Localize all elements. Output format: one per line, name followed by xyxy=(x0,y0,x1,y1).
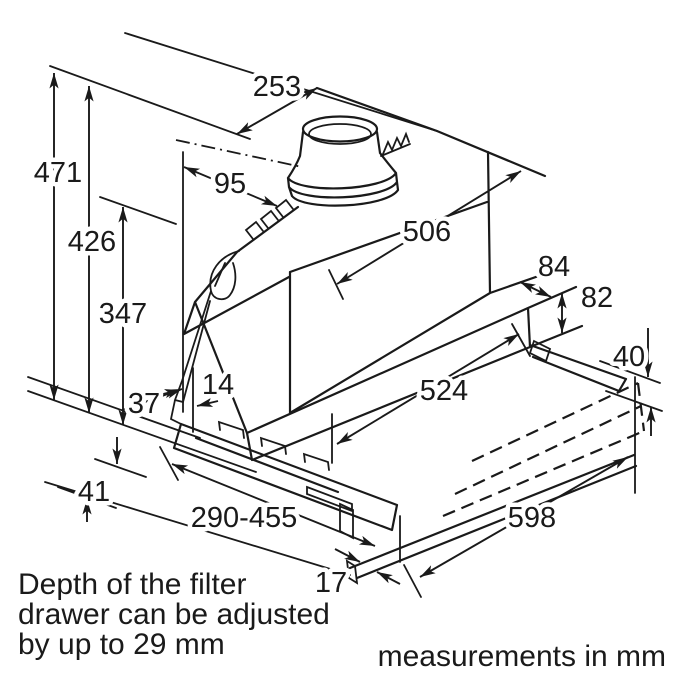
duct-spring-clip-icon xyxy=(380,131,411,157)
dimension-arrows xyxy=(49,73,656,585)
dim-height-mid: 426 xyxy=(68,226,116,258)
dim-top-width: 253 xyxy=(253,71,301,103)
note-line-1: Depth of the filter xyxy=(18,568,246,601)
dim-panel-thickness: 17 xyxy=(315,567,347,599)
dim-chassis-height: 82 xyxy=(581,282,613,314)
dim-drawer-depth-range: 290-455 xyxy=(191,502,297,534)
dim-wall-gap: 14 xyxy=(202,369,234,401)
duct-centerline xyxy=(175,139,303,168)
dim-rear-offset: 37 xyxy=(128,388,160,420)
dim-duct-offset: 95 xyxy=(214,168,246,200)
dim-overall-width: 598 xyxy=(508,502,556,534)
right-slide-rail xyxy=(528,339,628,393)
note-line-3: by up to 29 mm xyxy=(18,628,225,661)
bottom-frame-hidden-outline xyxy=(442,382,646,518)
mounting-clip-teeth-icon xyxy=(244,198,294,240)
dim-rail-depth: 84 xyxy=(538,251,570,283)
dim-height-total: 471 xyxy=(34,157,82,189)
captions: Depth of the filter drawer can be adjust… xyxy=(18,568,666,673)
note-line-2: drawer can be adjusted xyxy=(18,598,330,631)
dim-body-width: 524 xyxy=(420,375,468,407)
dim-height-lower: 347 xyxy=(99,298,147,330)
drawer-front-panel xyxy=(345,453,638,585)
dimension-labels: 253 471 426 347 95 506 84 82 40 524 14 3… xyxy=(29,67,649,604)
dim-frame-height: 40 xyxy=(613,341,645,373)
units-label: measurements in mm xyxy=(378,640,666,673)
spring-bracket-icon xyxy=(169,250,240,425)
dim-upper-body-width: 506 xyxy=(403,216,451,248)
duct-collar xyxy=(286,115,411,207)
dim-base-offset: 41 xyxy=(78,476,110,508)
